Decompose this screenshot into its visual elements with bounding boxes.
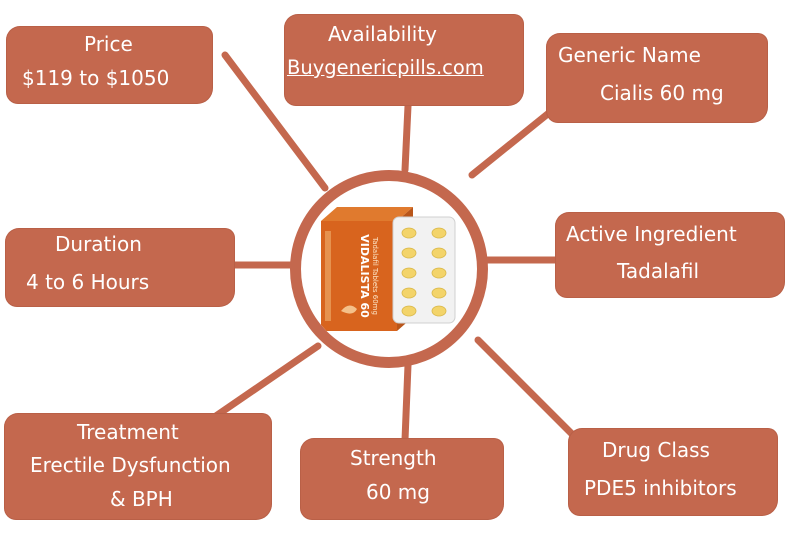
price-title: Price — [84, 32, 133, 56]
pack-side-text: Tadalafil Tablets 60mg — [371, 236, 379, 315]
strength-title: Strength — [350, 446, 437, 470]
availability-link[interactable]: Buygenericpills.com — [287, 56, 484, 79]
duration-title: Duration — [55, 232, 142, 256]
availability-title: Availability — [328, 22, 438, 46]
duration-node: Duration 4 to 6 Hours — [5, 228, 235, 307]
strength-node: Strength 60 mg — [300, 438, 504, 520]
product-hub: Tadalafil Tablets 60mg VIDALISTA 60 — [290, 170, 488, 368]
spoke-availability — [401, 102, 412, 174]
strength-value: 60 mg — [366, 480, 430, 504]
generic-name-title: Generic Name — [558, 43, 701, 67]
duration-value: 4 to 6 Hours — [26, 270, 150, 294]
logo-mark — [341, 305, 357, 314]
spoke-strength — [401, 361, 412, 444]
treatment-value-line2: & BPH — [110, 487, 173, 511]
product-image: Tadalafil Tablets 60mg VIDALISTA 60 — [321, 207, 456, 331]
drug-class-node: Drug Class PDE5 inhibitors — [568, 428, 778, 516]
treatment-value-line1: Erectile Dysfunction — [30, 453, 231, 477]
drug-class-title: Drug Class — [602, 438, 710, 462]
active-ingredient-node: Active Ingredient Tadalafil — [555, 212, 785, 298]
treatment-node: Treatment Erectile Dysfunction & BPH — [4, 413, 272, 520]
treatment-title: Treatment — [77, 420, 179, 444]
pack-brand: VIDALISTA 60 — [358, 234, 371, 318]
spoke-price — [221, 51, 329, 192]
availability-node: Availability Buygenericpills.com — [284, 14, 524, 106]
blister-strip — [392, 216, 456, 324]
spoke-drug-class — [474, 336, 582, 444]
drug-class-value: PDE5 inhibitors — [584, 476, 737, 500]
price-node: Price $119 to $1050 — [6, 26, 213, 104]
generic-name-node: Generic Name Cialis 60 mg — [546, 33, 768, 123]
active-ingredient-value: Tadalafil — [617, 259, 700, 283]
price-value: $119 to $1050 — [22, 66, 170, 90]
active-ingredient-title: Active Ingredient — [566, 222, 737, 246]
spoke-treatment — [206, 342, 322, 424]
generic-name-value: Cialis 60 mg — [600, 81, 724, 105]
